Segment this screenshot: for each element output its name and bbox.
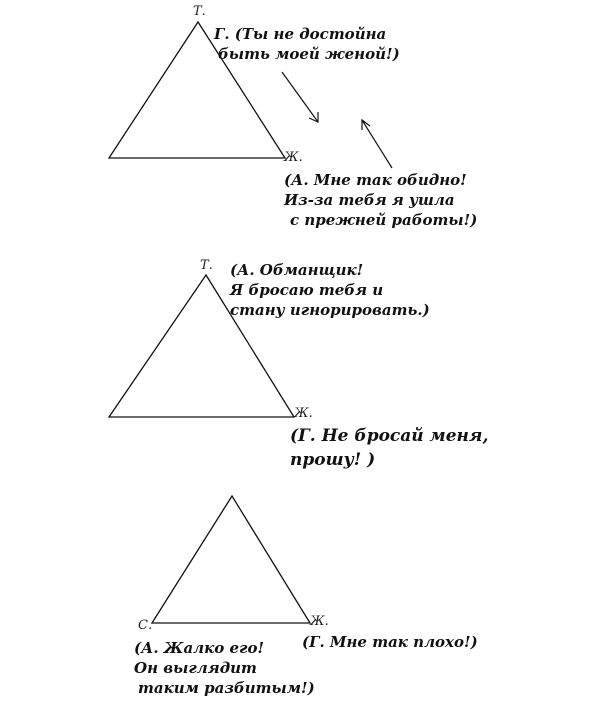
quote-line: Я бросаю тебя и	[230, 281, 384, 299]
quote-line: (А. Мне так обидно!	[284, 171, 467, 189]
triangle-1	[107, 20, 287, 159]
quote-left-3: (А. Жалко его! Он выглядит таким разбиты…	[134, 638, 315, 698]
quote-right-2: (Г. Не бросай меня, прошу! )	[290, 424, 488, 472]
vertex-label-top-2: Т.	[200, 258, 213, 273]
quote-line: (А. Жалко его!	[134, 639, 265, 657]
triangle-3	[150, 494, 312, 624]
triangle-2	[107, 273, 296, 418]
quote-line: с прежней работы!)	[290, 211, 478, 229]
quote-line: (Г. Мне так плохо!)	[302, 633, 478, 651]
vertex-label-left-3: С.	[138, 618, 153, 633]
quote-line: быть моей женой!)	[218, 45, 400, 63]
quote-line: (Г. Не бросай меня,	[290, 426, 489, 446]
quote-line: Из-за тебя я ушла	[284, 191, 455, 209]
arrow-down-right	[281, 71, 319, 123]
arrow-up-left	[361, 118, 393, 169]
vertex-label-top-1: Т.	[193, 4, 206, 19]
quote-right-1: (А. Мне так обидно! Из-за тебя я ушла с …	[284, 170, 477, 230]
vertex-label-right-3: Ж.	[310, 614, 329, 629]
quote-right-3: (Г. Мне так плохо!)	[302, 632, 478, 652]
quote-line: (А. Обманщик!	[230, 261, 364, 279]
quote-line: прошу! )	[290, 450, 376, 470]
quote-line: Он выглядит	[134, 659, 257, 677]
quote-line: стану игнорировать.)	[230, 301, 430, 319]
vertex-label-right-1: Ж.	[284, 150, 303, 165]
quote-line: Г. (Ты не достойна	[214, 25, 387, 43]
vertex-label-right-2: Ж.	[294, 406, 313, 421]
quote-top-2: (А. Обманщик! Я бросаю тебя и стану игно…	[230, 260, 430, 320]
quote-top-1: Г. (Ты не достойна быть моей женой!)	[214, 24, 400, 64]
quote-line: таким разбитым!)	[138, 679, 315, 697]
